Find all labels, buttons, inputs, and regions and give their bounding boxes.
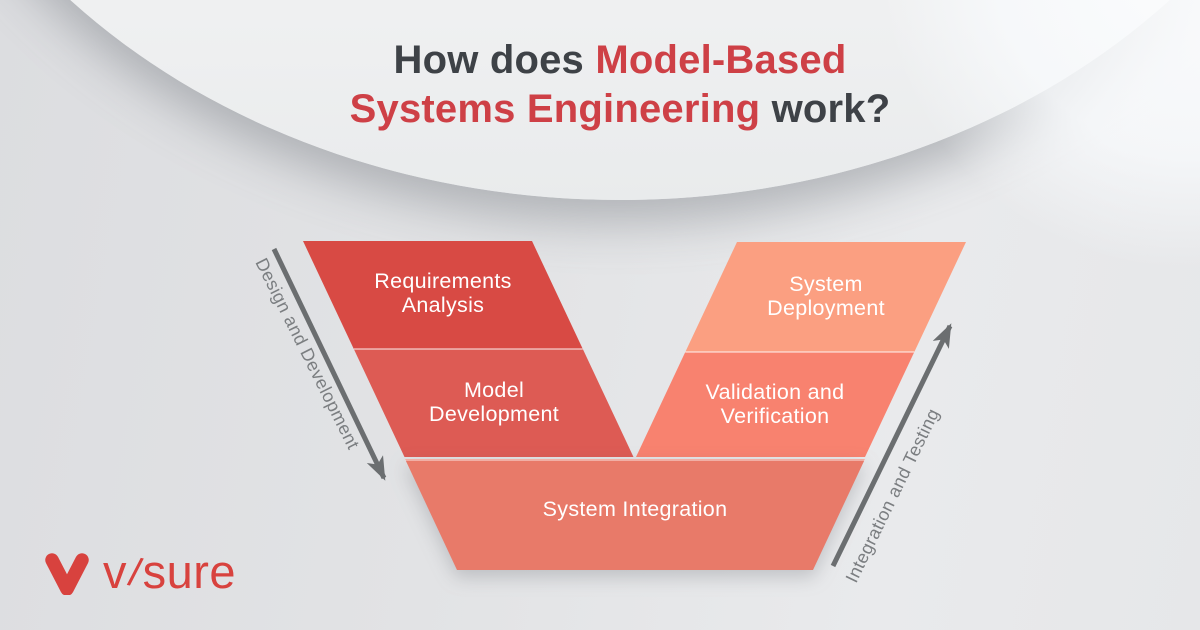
label-model-line2: Development <box>429 402 559 426</box>
label-model-line1: Model <box>464 378 524 402</box>
page-title-line1: How does Model-Based <box>20 36 1200 85</box>
wordmark-v: v <box>103 544 127 598</box>
page-title: How does Model-Based Systems Engineering… <box>20 36 1200 134</box>
title-text-red: Model-Based <box>595 38 847 82</box>
title-text-red: Systems Engineering <box>349 87 761 131</box>
integration-testing-arrow <box>830 323 953 568</box>
visure-wordmark: v/sure <box>103 544 237 600</box>
visure-v-icon <box>45 553 89 595</box>
label-validation-line1: Validation and <box>706 380 845 404</box>
title-text-dark: work? <box>771 87 891 131</box>
label-validation-line2: Verification <box>721 404 830 428</box>
wordmark-sure: sure <box>142 544 237 598</box>
segment-validation-verification <box>636 352 915 457</box>
label-deployment-line2: Deployment <box>767 296 885 320</box>
segment-requirements-analysis <box>303 241 583 349</box>
label-system-integration: System Integration <box>543 497 728 521</box>
design-development-arrow <box>271 247 387 481</box>
visure-logo[interactable]: v/sure <box>44 544 237 600</box>
label-deployment-line1: System <box>789 272 862 296</box>
segment-model-development <box>353 349 634 457</box>
label-requirements-line2: Analysis <box>402 293 484 317</box>
title-text-dark: How does <box>393 38 585 82</box>
page-title-line2: Systems Engineering work? <box>20 85 1200 134</box>
label-requirements-line1: Requirements <box>374 269 511 293</box>
segment-system-deployment <box>685 242 966 352</box>
segment-system-integration <box>405 459 865 570</box>
